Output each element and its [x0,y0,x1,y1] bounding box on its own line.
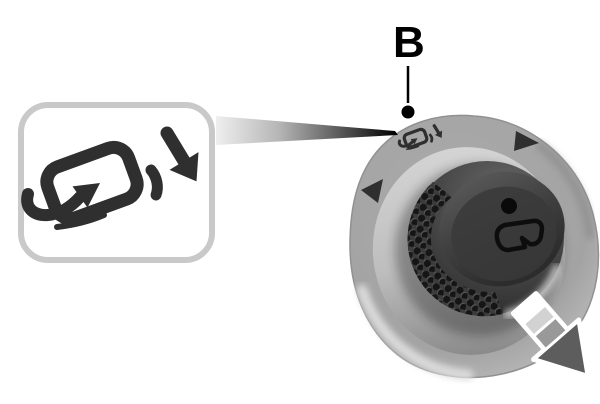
knob-face-inner [451,186,557,282]
bezel-top-shade [535,141,595,240]
label-b: B [393,18,425,67]
triangle-marker-right [514,131,539,151]
mirror-glass-icon [494,218,545,253]
triangle-marker-left [361,179,383,203]
bezel-highlight [356,284,474,381]
fold-mirror-arrow-icon [21,126,199,230]
label-leader-dot [401,105,415,119]
callout-wedge [216,116,398,145]
striped-rotation-arrow [510,291,590,378]
knob-position-dot [501,198,517,214]
knob-knurl [407,182,503,317]
symbol-inset-box [18,102,215,263]
